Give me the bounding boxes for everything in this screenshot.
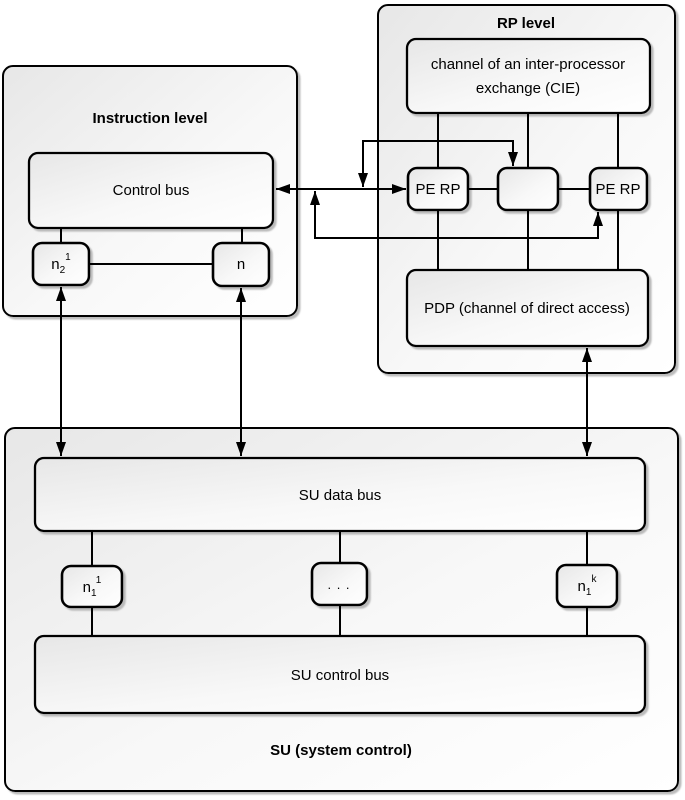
cie-label-line2: exchange (CIE) bbox=[476, 80, 580, 97]
cie-label-line1: channel of an inter-processor bbox=[431, 56, 625, 73]
su-title: SU (system control) bbox=[270, 742, 412, 759]
node-n1-k-sub: 1 bbox=[586, 587, 592, 598]
node-n2-label: n2 1 bbox=[51, 252, 71, 276]
control-bus-label: Control bus bbox=[113, 182, 190, 199]
node-n1-1-base: n bbox=[83, 579, 91, 596]
node-n1-1-sup: 1 bbox=[96, 575, 102, 586]
arrow-connectors bbox=[56, 140, 603, 456]
arrow-elbow-lower bbox=[310, 191, 603, 239]
node-n-label: n bbox=[237, 256, 245, 273]
node-n1-1-sub: 1 bbox=[91, 588, 97, 599]
node-n2-sup: 1 bbox=[65, 252, 71, 263]
node-n2-base: n bbox=[51, 256, 59, 273]
pe-rp-left-label: PE RP bbox=[415, 181, 460, 198]
pe-rp-placeholder-box bbox=[496, 166, 560, 212]
arrow-elbow-upper bbox=[358, 140, 518, 187]
cie-box bbox=[405, 37, 652, 115]
node-n2-box bbox=[31, 241, 91, 287]
pdp-label: PDP (channel of direct access) bbox=[424, 300, 630, 317]
node-n1-k-sup: k bbox=[591, 574, 597, 585]
su-control-bus-label: SU control bus bbox=[291, 667, 389, 684]
node-n1-k-label: n1 k bbox=[578, 574, 598, 598]
rp-level-title: RP level bbox=[497, 15, 555, 32]
node-n2-sub: 2 bbox=[60, 265, 66, 276]
su-data-bus-label: SU data bus bbox=[299, 487, 382, 504]
control-bus-box bbox=[27, 151, 275, 230]
node-n1-1-box bbox=[60, 564, 124, 609]
pe-rp-right-label: PE RP bbox=[595, 181, 640, 198]
node-n1-k-box bbox=[555, 563, 619, 609]
node-n1-1-label: n1 1 bbox=[83, 575, 102, 599]
node-n1-k-base: n bbox=[578, 578, 586, 595]
instruction-level-title: Instruction level bbox=[92, 110, 207, 127]
node-dots-label: . . . bbox=[327, 577, 350, 592]
